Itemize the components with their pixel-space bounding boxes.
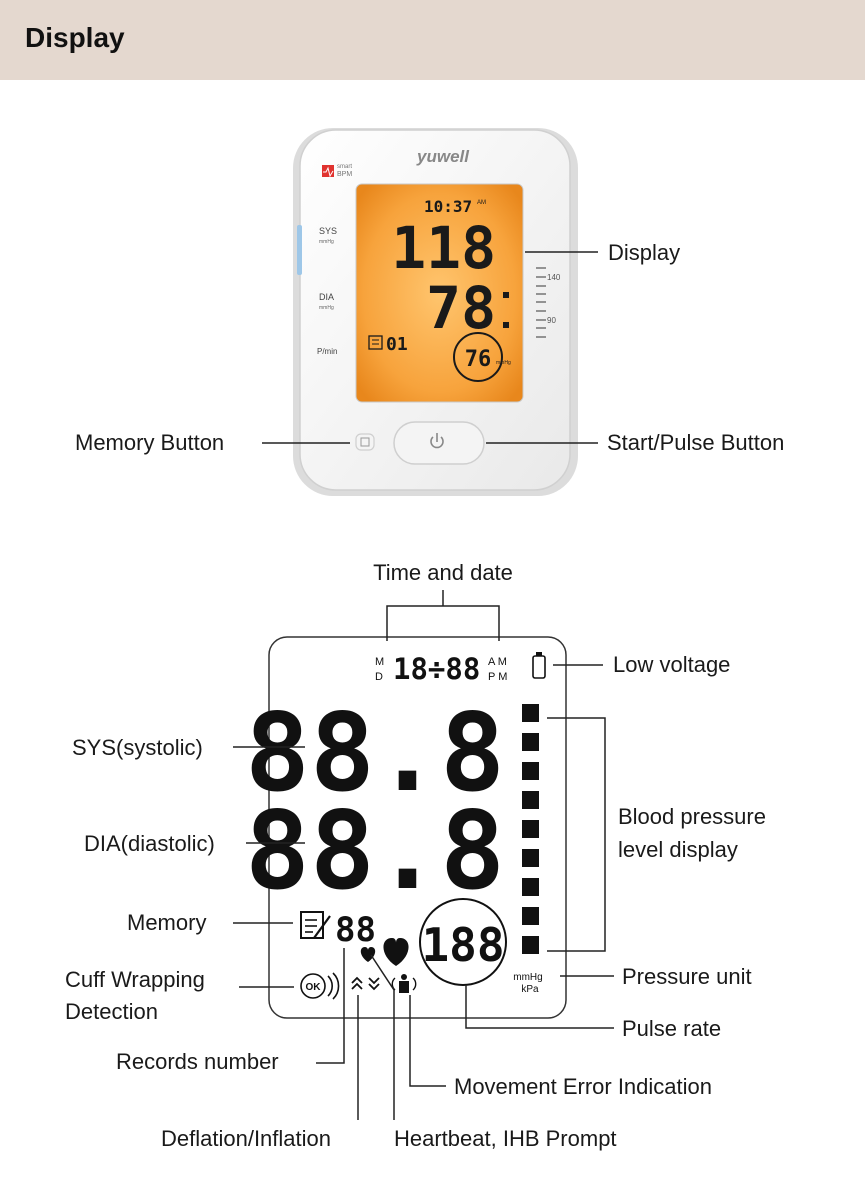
badge-line2: BPM [337, 171, 352, 178]
badge-line1: smart [337, 164, 352, 170]
callout-line-records-number [316, 948, 345, 1064]
lcd-pulse-digits: 188 [421, 918, 504, 972]
lcd-dia-digits: 88.8 [245, 789, 505, 914]
screen-memory: 01 [386, 334, 408, 355]
screen-time: 10:37 [424, 197, 472, 216]
lcd-day-indicator: D [375, 671, 383, 683]
start-pulse-button[interactable] [393, 421, 485, 465]
inflation-icon [351, 976, 363, 984]
screen-colon-top [503, 292, 509, 298]
lcd-am-indicator: A M [488, 656, 507, 668]
section-title: Display [25, 22, 125, 53]
scale-high-label: 140 [547, 273, 561, 282]
device-screen [355, 183, 524, 403]
callout-time-date: Time and date [373, 560, 513, 585]
movement-wave-right [412, 977, 417, 991]
inflation-icon-2 [351, 982, 363, 990]
lcd-unit-mmhg: mmHg [513, 972, 542, 983]
lcd-unit-kpa: kPa [521, 984, 539, 995]
movement-error-icon-head [401, 974, 407, 980]
callout-low-voltage: Low voltage [613, 652, 730, 677]
heartbeat-icon [383, 938, 409, 966]
callout-bp-level-1: Blood pressure [618, 804, 766, 829]
device-side-accent [297, 225, 302, 275]
screen-memory-icon [368, 335, 383, 350]
callout-movement-error: Movement Error Indication [454, 1074, 712, 1099]
side-label-sys: SYS [319, 226, 337, 236]
callout-bp-level-2: level display [618, 837, 738, 862]
ihb-icon [360, 947, 376, 962]
power-icon [430, 436, 444, 449]
callout-pulse-rate: Pulse rate [622, 1016, 721, 1041]
scale-low-label: 90 [547, 316, 556, 325]
deflation-icon-2 [368, 983, 380, 991]
callout-start-button: Start/Pulse Button [607, 430, 784, 455]
screen-sys: 118 [391, 214, 496, 282]
screen-pulse: 76 [465, 347, 492, 372]
callout-deflation-inflation: Deflation/Inflation [161, 1126, 331, 1151]
callout-line-movement-error [409, 995, 446, 1087]
callout-heartbeat: Heartbeat, IHB Prompt [394, 1126, 617, 1151]
lcd-panel [268, 636, 567, 1019]
callout-cuff-1: Cuff Wrapping [65, 967, 205, 992]
cuff-wave-icon [327, 975, 333, 997]
callout-line-heartbeat [370, 954, 395, 1120]
callout-sys: SYS(systolic) [72, 735, 203, 760]
cuff-wave-icon-outer [332, 972, 340, 1000]
lcd-sys-digits: 88.8 [245, 691, 505, 816]
callout-memory-button: Memory Button [75, 430, 224, 455]
lcd-time-digits: 18÷88 [393, 652, 480, 686]
device-bp-scale [536, 267, 546, 338]
callout-dia: DIA(diastolic) [84, 831, 215, 856]
ekg-wave-icon [323, 166, 334, 178]
cuff-ok-text: OK [306, 982, 322, 993]
lcd-memory-pen [313, 915, 331, 939]
side-label-pulse: P/min [317, 347, 337, 356]
lcd-memory-digits: 88 [335, 910, 376, 950]
callout-pressure-unit: Pressure unit [622, 964, 752, 989]
callout-bracket-bp-level [547, 717, 606, 952]
callout-records-number: Records number [116, 1049, 279, 1074]
side-label-dia: DIA [319, 292, 334, 302]
battery-icon-tip [536, 652, 542, 656]
screen-colon-bottom [503, 322, 509, 328]
memory-button[interactable] [355, 433, 375, 451]
deflation-icon [368, 977, 380, 985]
callout-cuff-2: Detection [65, 999, 158, 1024]
memory-button-icon [360, 437, 370, 447]
smart-bpm-logo-icon [322, 165, 334, 177]
screen-unit: mmHg [496, 360, 511, 366]
callout-line-pulse-rate [465, 985, 614, 1029]
callout-bracket-time-date [386, 605, 500, 641]
side-label-sys-unit: mmHg [319, 239, 334, 245]
movement-error-icon [399, 981, 409, 993]
screen-pulse-ring [453, 332, 503, 382]
lcd-month-indicator: M [375, 656, 384, 668]
section-header: Display [0, 0, 865, 80]
lcd-pm-indicator: P M [488, 671, 507, 683]
cuff-ok-icon [300, 973, 326, 999]
screen-ampm: AM [477, 200, 486, 206]
bp-level-bars [522, 704, 539, 954]
brand-logo: yuwell [416, 147, 470, 166]
callout-display: Display [608, 240, 680, 265]
lcd-pulse-ring [419, 898, 507, 986]
screen-dia: 78 [426, 274, 496, 342]
callout-memory: Memory [127, 910, 206, 935]
side-label-dia-unit: mmHg [319, 305, 334, 311]
bp-monitor-device: smart BPM yuwell SYS mmHg DIA mmHg P/min… [293, 128, 578, 496]
